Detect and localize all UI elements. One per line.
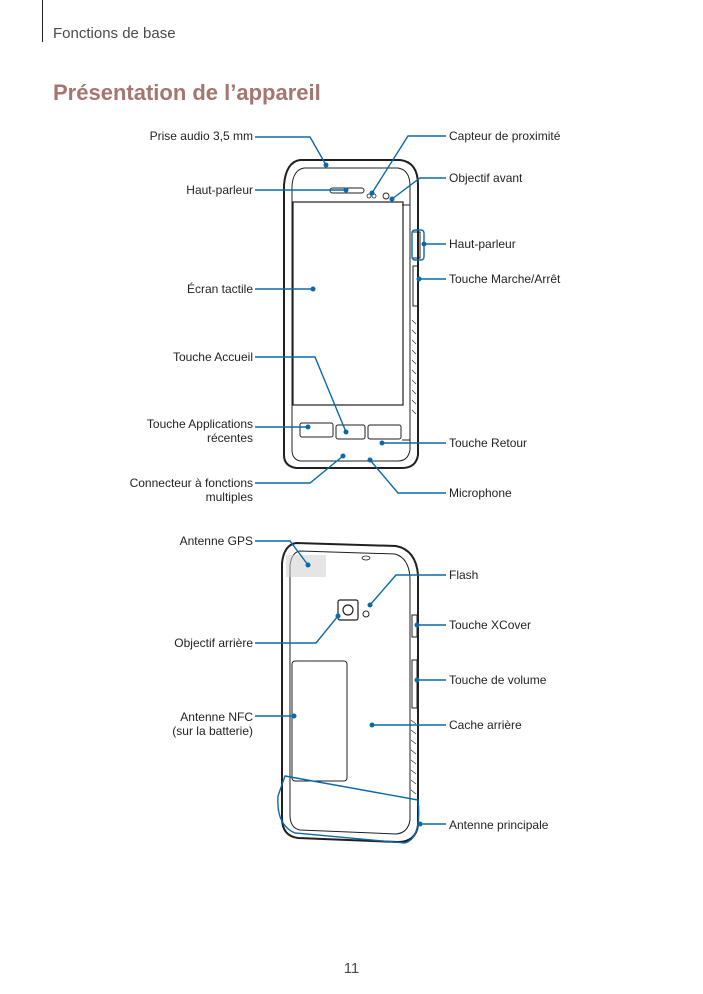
label-main-antenna: Antenne principale xyxy=(449,818,549,832)
label-multipurpose-line2: multiples xyxy=(205,490,253,504)
main-antenna-zone xyxy=(277,775,420,844)
header-rule xyxy=(42,0,43,42)
label-microphone: Microphone xyxy=(449,486,512,500)
label-flash: Flash xyxy=(449,568,479,582)
label-speaker-side: Haut-parleur xyxy=(449,237,516,251)
label-touchscreen: Écran tactile xyxy=(186,282,253,296)
label-nfc-antenna: Antenne NFC (sur la batterie) xyxy=(172,710,253,738)
label-back-key: Touche Retour xyxy=(449,436,528,450)
label-speaker-top: Haut-parleur xyxy=(186,183,253,197)
label-nfc-line1: Antenne NFC xyxy=(180,710,253,724)
label-proximity-sensor: Capteur de proximité xyxy=(449,129,561,143)
back-device xyxy=(281,541,419,844)
label-audio-jack: Prise audio 3,5 mm xyxy=(149,129,253,143)
page-number: 11 xyxy=(343,960,360,977)
section-label: Fonctions de base xyxy=(53,25,176,42)
label-back-cover: Cache arrière xyxy=(449,718,522,732)
label-power-key: Touche Marche/Arrêt xyxy=(449,272,561,286)
label-nfc-line2: (sur la batterie) xyxy=(172,724,253,738)
label-gps-antenna: Antenne GPS xyxy=(179,534,253,548)
label-xcover-key: Touche XCover xyxy=(449,618,532,632)
label-recent-apps-key: Touche Applications récentes xyxy=(147,417,253,445)
label-recent-apps-line2: récentes xyxy=(206,431,253,445)
label-home-key: Touche Accueil xyxy=(172,350,253,364)
label-recent-apps-line1: Touche Applications xyxy=(146,417,253,431)
label-volume-key: Touche de volume xyxy=(449,673,547,687)
label-multipurpose-jack: Connecteur à fonctions multiples xyxy=(130,476,253,504)
label-front-camera: Objectif avant xyxy=(449,171,523,185)
label-multipurpose-line1: Connecteur à fonctions xyxy=(129,476,253,490)
label-rear-camera: Objectif arrière xyxy=(174,636,253,650)
page-title: Présentation de l’appareil xyxy=(53,80,321,105)
front-device xyxy=(283,159,421,469)
